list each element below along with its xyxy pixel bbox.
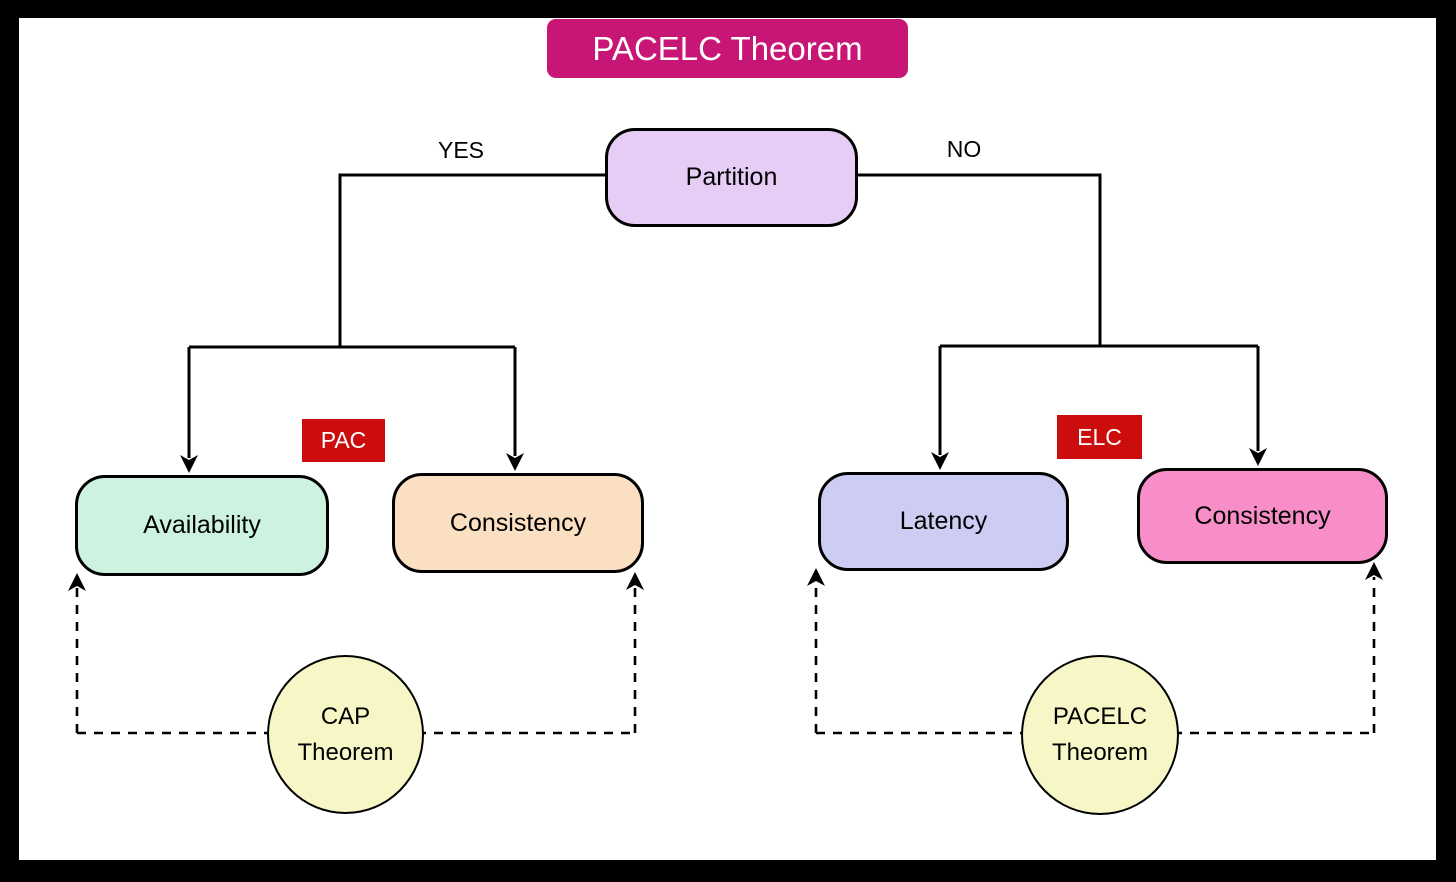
arrowhead-cap-availability	[68, 573, 86, 591]
edge-partition-no	[850, 173, 1102, 346]
diagram-title: PACELC Theorem	[547, 19, 908, 78]
edge-label-no: NO	[946, 135, 982, 162]
arrowhead-pacelc-latency	[807, 568, 825, 586]
pacelc-theorem-circle: PACELC Theorem	[1021, 655, 1179, 815]
arrowhead-consistency-right	[1249, 448, 1267, 466]
node-latency: Latency	[818, 472, 1069, 571]
arrowhead-consistency-left	[506, 453, 524, 471]
arrowhead-latency	[931, 452, 949, 470]
pacelc-theorem-line2: Theorem	[1051, 739, 1149, 766]
badge-elc: ELC	[1057, 415, 1142, 459]
arrowhead-availability	[180, 455, 198, 473]
node-availability: Availability	[75, 475, 329, 576]
node-consistency-right: Consistency	[1137, 468, 1388, 564]
edge-partition-yes	[338, 173, 605, 347]
node-partition: Partition	[605, 128, 858, 227]
cap-theorem-line2: Theorem	[297, 738, 394, 766]
badge-pac: PAC	[302, 419, 385, 462]
arrowhead-cap-consistency	[626, 572, 644, 590]
edge-label-yes: YES	[437, 136, 485, 163]
node-consistency-left: Consistency	[392, 473, 644, 573]
pacelc-theorem-line1: PACELC	[1052, 703, 1148, 730]
cap-theorem-line1: CAP	[320, 702, 371, 730]
arrowhead-pacelc-consistency	[1365, 562, 1383, 580]
cap-theorem-circle: CAP Theorem	[267, 655, 424, 814]
